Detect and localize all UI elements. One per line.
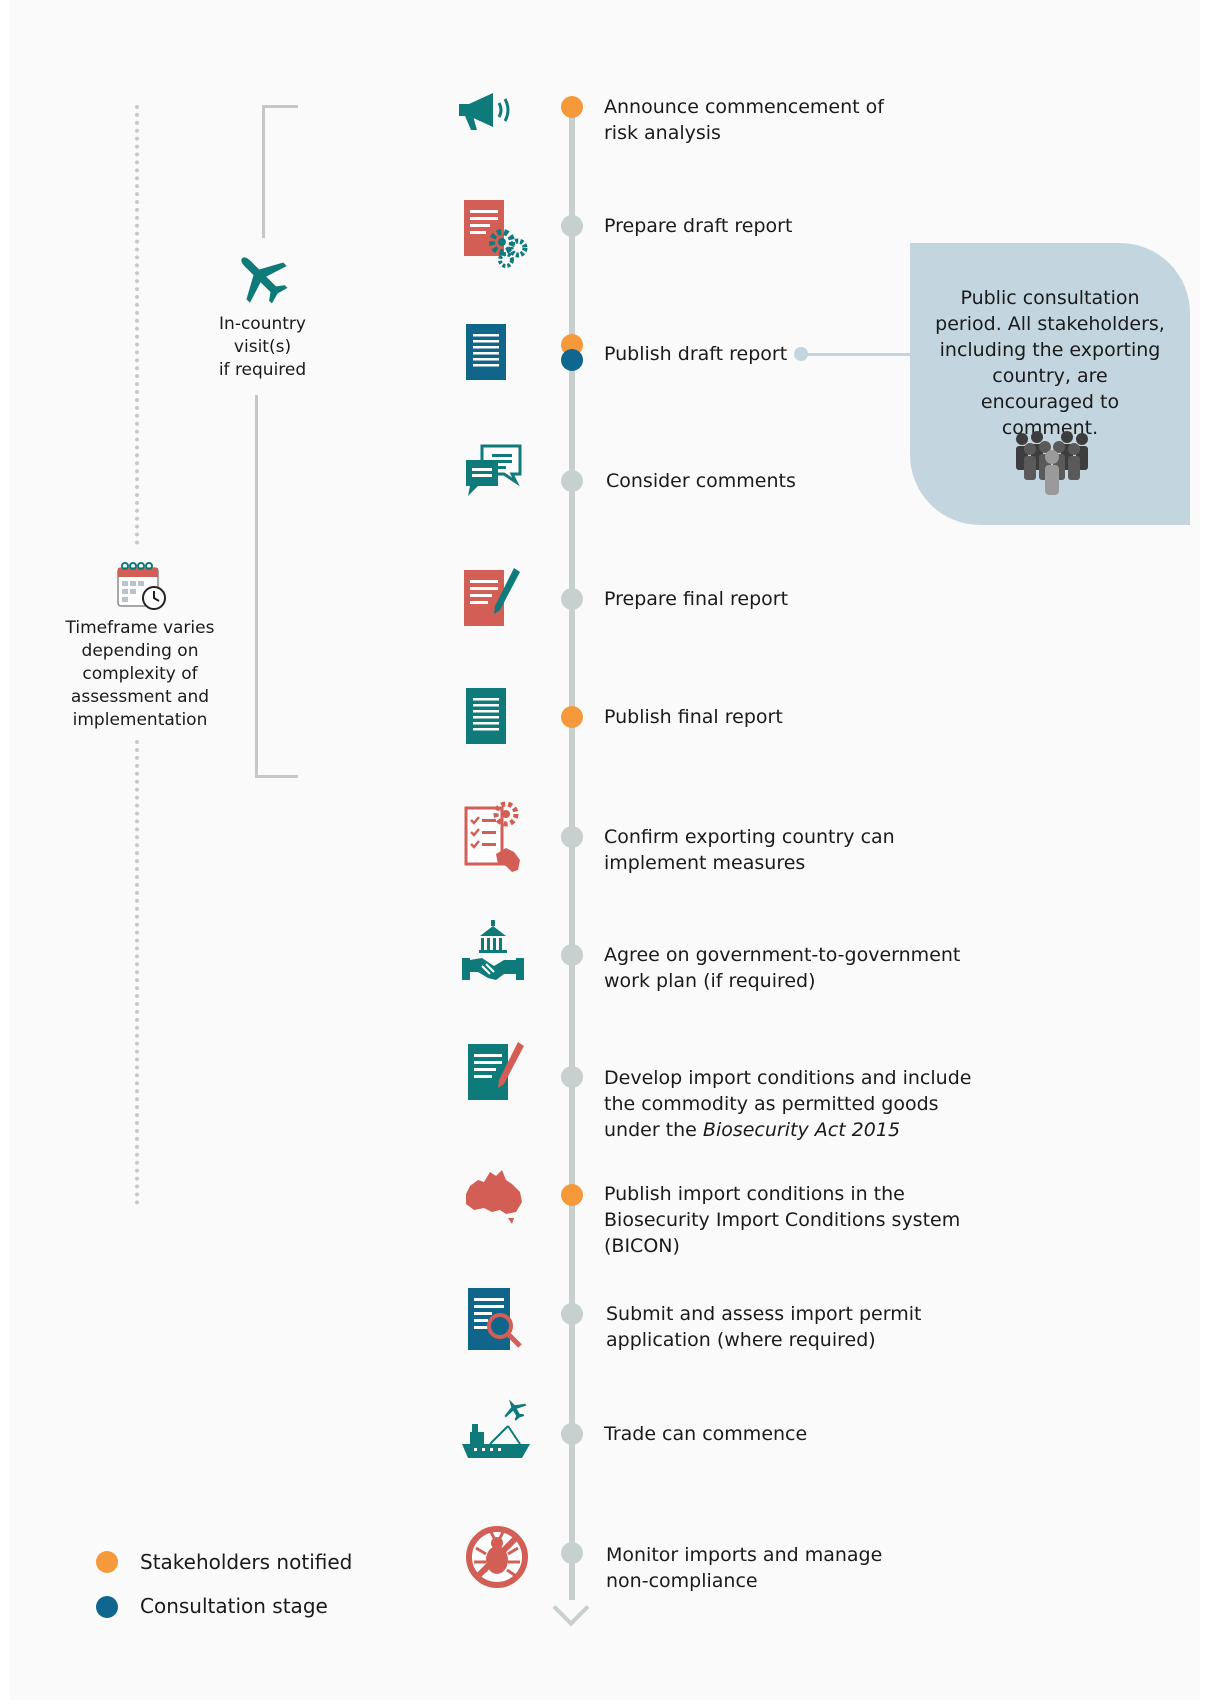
document-pen-icon — [468, 1042, 524, 1100]
document-pen-icon — [464, 568, 520, 626]
step-publish-draft-text: Publish draft report — [604, 343, 788, 365]
checklist-australia-icon — [464, 801, 520, 872]
consultation-panel-text: Public consultation period. All stakehol… — [935, 287, 1165, 439]
node-publish-conditions — [561, 1184, 583, 1206]
step-develop-conditions-text: Develop import conditions and include th… — [604, 1065, 971, 1143]
main-timeline — [569, 100, 575, 1600]
node-consider-comments — [561, 470, 583, 492]
node-publish-final — [561, 706, 583, 728]
document-icon — [466, 688, 506, 744]
consultation-panel: Public consultation period. All stakehol… — [910, 243, 1190, 525]
in-country-bracket-top — [262, 105, 298, 238]
speech-bubbles-icon — [466, 444, 522, 496]
node-submit-permit — [561, 1303, 583, 1325]
in-country-label: In-country visit(s) if required — [218, 314, 307, 380]
step-publish-conditions-text: Publish import conditions in the Biosecu… — [604, 1183, 961, 1257]
document-gears-icon — [464, 200, 528, 268]
legend-stakeholders-label: Stakeholders notified — [140, 1550, 353, 1574]
government-handshake-icon — [462, 920, 524, 980]
node-monitor-imports — [561, 1542, 583, 1564]
no-pests-icon — [466, 1526, 528, 1588]
ship-plane-icon — [462, 1399, 530, 1458]
node-develop-conditions — [561, 1066, 583, 1088]
node-agree-workplan — [561, 944, 583, 966]
node-trade-commence — [561, 1423, 583, 1445]
timeframe-dotted-line-top — [135, 105, 139, 545]
step-develop-conditions-plain: Develop import conditions and include th… — [604, 1067, 972, 1141]
timeframe-label: Timeframe varies depending on complexity… — [65, 618, 215, 730]
legend-consultation-dot — [96, 1596, 118, 1618]
node-prepare-final — [561, 588, 583, 610]
airplane-icon — [241, 257, 288, 304]
step-prepare-draft-text: Prepare draft report — [604, 215, 793, 237]
timeframe-dotted-line-bottom — [135, 740, 139, 1205]
legend-stakeholders-dot — [96, 1551, 118, 1573]
step-consider-comments-text: Consider comments — [606, 470, 796, 492]
step-publish-final-text: Publish final report — [604, 706, 783, 728]
step-submit-permit-text: Submit and assess import permit applicat… — [606, 1303, 922, 1351]
document-icon — [466, 324, 506, 380]
step-announce-text: Announce commencement of risk analysis — [604, 96, 884, 144]
step-agree-workplan-text: Agree on government-to-government work p… — [604, 944, 961, 992]
panel-connector-line — [800, 353, 912, 356]
node-confirm-exporting — [561, 826, 583, 848]
node-announce — [561, 96, 583, 118]
megaphone-icon — [459, 93, 510, 130]
step-develop-conditions-act: Biosecurity Act 2015 — [702, 1119, 901, 1141]
step-prepare-final-text: Prepare final report — [604, 588, 789, 610]
legend-consultation-label: Consultation stage — [140, 1594, 328, 1618]
calendar-clock-icon — [117, 562, 166, 610]
node-prepare-draft — [561, 215, 583, 237]
australia-map-icon — [466, 1170, 522, 1224]
in-country-bracket-bottom — [255, 395, 298, 778]
node-publish-draft-consultation — [561, 349, 583, 371]
people-group-icon — [1016, 431, 1088, 495]
panel-connector-dot — [794, 347, 808, 361]
step-monitor-imports-text: Monitor imports and manage non-complianc… — [606, 1544, 883, 1592]
step-confirm-exporting-text: Confirm exporting country can implement … — [604, 826, 895, 874]
step-trade-commence-text: Trade can commence — [604, 1423, 808, 1445]
document-search-icon — [468, 1288, 522, 1350]
